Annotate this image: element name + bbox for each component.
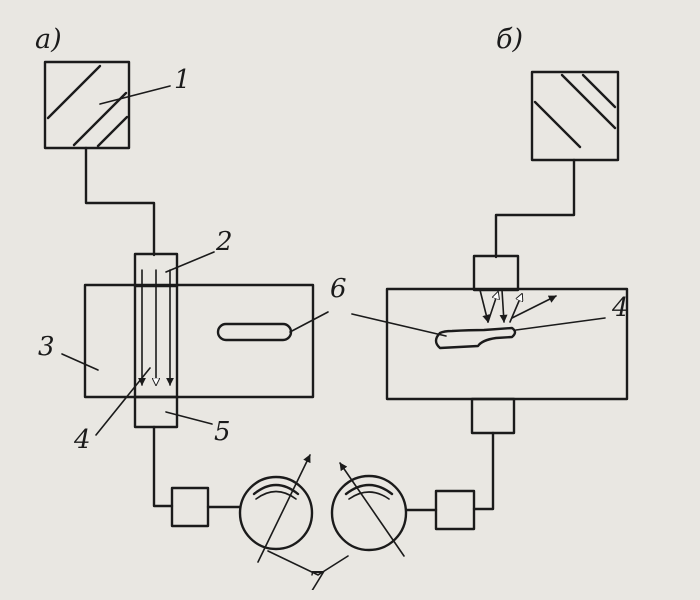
meter-b: [330, 462, 408, 557]
leader-7: [267, 550, 349, 576]
meter-a-needle: [257, 454, 311, 563]
part-b-title: б): [496, 24, 523, 55]
amplifier-a: [170, 486, 210, 528]
ray-b1: [479, 289, 491, 323]
label-2: 2: [215, 227, 233, 257]
part-a-scheme: [43, 60, 315, 563]
ray-b3: [499, 289, 508, 323]
leader-1: [99, 85, 171, 105]
cable-a-bottom: [152, 425, 174, 508]
specimen-a: [83, 283, 315, 399]
leader-6a: [289, 311, 329, 333]
amplifier-b: [434, 489, 476, 531]
leader-6b: [351, 313, 447, 337]
ray-b2: [487, 292, 498, 323]
leader-5: [165, 411, 213, 425]
generator-block-a: [43, 60, 131, 150]
label-1: 1: [174, 65, 191, 95]
label-6: 6: [330, 274, 347, 304]
part-b-scheme: [330, 70, 629, 557]
meter-b-needle: [339, 462, 405, 557]
label-4a: 4: [73, 425, 91, 455]
cable-b-top: [494, 158, 576, 259]
leader-2: [165, 251, 215, 273]
receiver-transducer-a: [133, 395, 179, 429]
ray-b5: [511, 295, 557, 319]
defect-b: [434, 326, 517, 350]
part-a-title: а): [35, 24, 62, 55]
label-7: 7: [308, 567, 325, 597]
specimen-b: [385, 287, 629, 401]
defect-a: [216, 322, 293, 342]
cable-b-bottom: [472, 431, 495, 511]
label-4b: 4: [611, 293, 629, 323]
generator-block-b: [530, 70, 620, 162]
transducer-b-bottom: [470, 397, 516, 435]
transducer-b-top: [472, 254, 520, 292]
meter-a: [238, 454, 314, 563]
cable-a-top: [84, 146, 156, 257]
leader-3: [61, 353, 99, 371]
leader-4a: [95, 367, 151, 436]
leader-4b: [515, 317, 606, 331]
label-3: 3: [38, 332, 55, 362]
label-5: 5: [214, 417, 231, 447]
